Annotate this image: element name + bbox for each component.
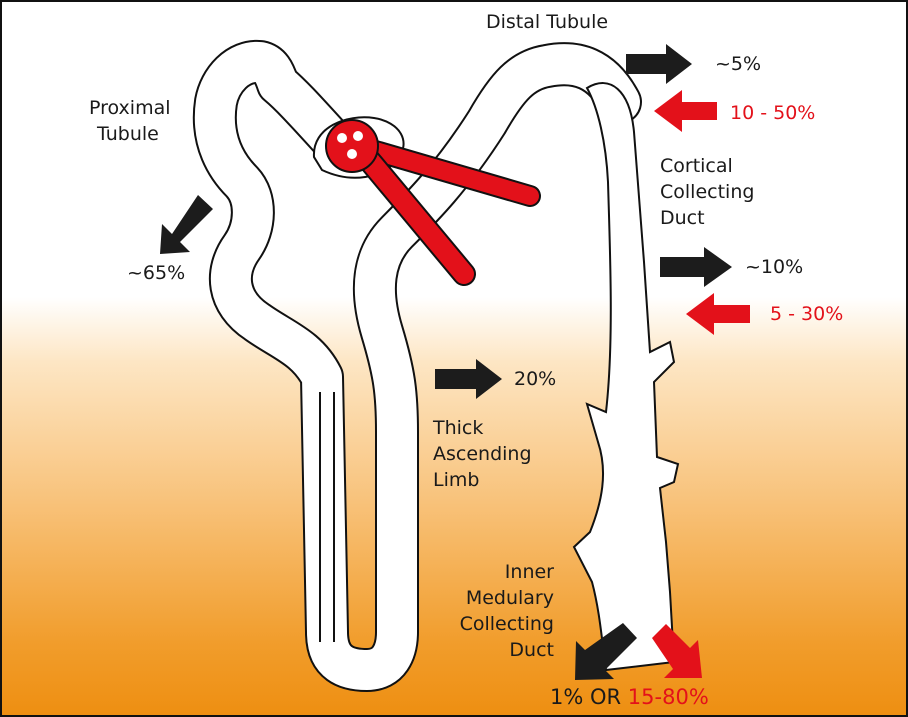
proximal-value: ~65% bbox=[127, 261, 185, 286]
cortical-red-value: 5 - 30% bbox=[770, 302, 843, 327]
arrow-thick-black bbox=[435, 359, 502, 399]
distal-red-value: 10 - 50% bbox=[730, 101, 815, 126]
thick-label-line3: Limb bbox=[433, 468, 479, 493]
cortical-label-line1: Cortical bbox=[660, 154, 733, 179]
arrow-distal-black bbox=[626, 44, 692, 84]
cortical-label-line3: Duct bbox=[660, 206, 705, 231]
cortical-label-line2: Collecting bbox=[660, 180, 754, 205]
inner-label-line2: Medulary bbox=[442, 586, 554, 611]
thick-value: 20% bbox=[514, 367, 556, 392]
cortical-black-value: ~10% bbox=[745, 255, 803, 280]
inner-label-line1: Inner bbox=[442, 560, 554, 585]
inner-label-line3: Collecting bbox=[442, 612, 554, 637]
distal-tubule-label: Distal Tubule bbox=[486, 10, 608, 35]
final-value: 1% OR 15-80% bbox=[550, 685, 709, 710]
proximal-label-line1: Proximal bbox=[89, 96, 171, 121]
final-red-value: 15-80% bbox=[628, 685, 709, 709]
proximal-label-line2: Tubule bbox=[97, 122, 159, 147]
arrow-distal-red bbox=[654, 90, 717, 132]
arrow-proximal bbox=[160, 195, 213, 254]
arrow-cortical-black bbox=[660, 247, 732, 287]
arrow-cortical-red bbox=[686, 293, 750, 335]
final-black-value: 1% OR bbox=[550, 685, 628, 709]
thick-label-line2: Ascending bbox=[433, 442, 532, 467]
distal-black-value: ~5% bbox=[715, 52, 761, 77]
inner-label-line4: Duct bbox=[442, 638, 554, 663]
thick-label-line1: Thick bbox=[433, 416, 483, 441]
